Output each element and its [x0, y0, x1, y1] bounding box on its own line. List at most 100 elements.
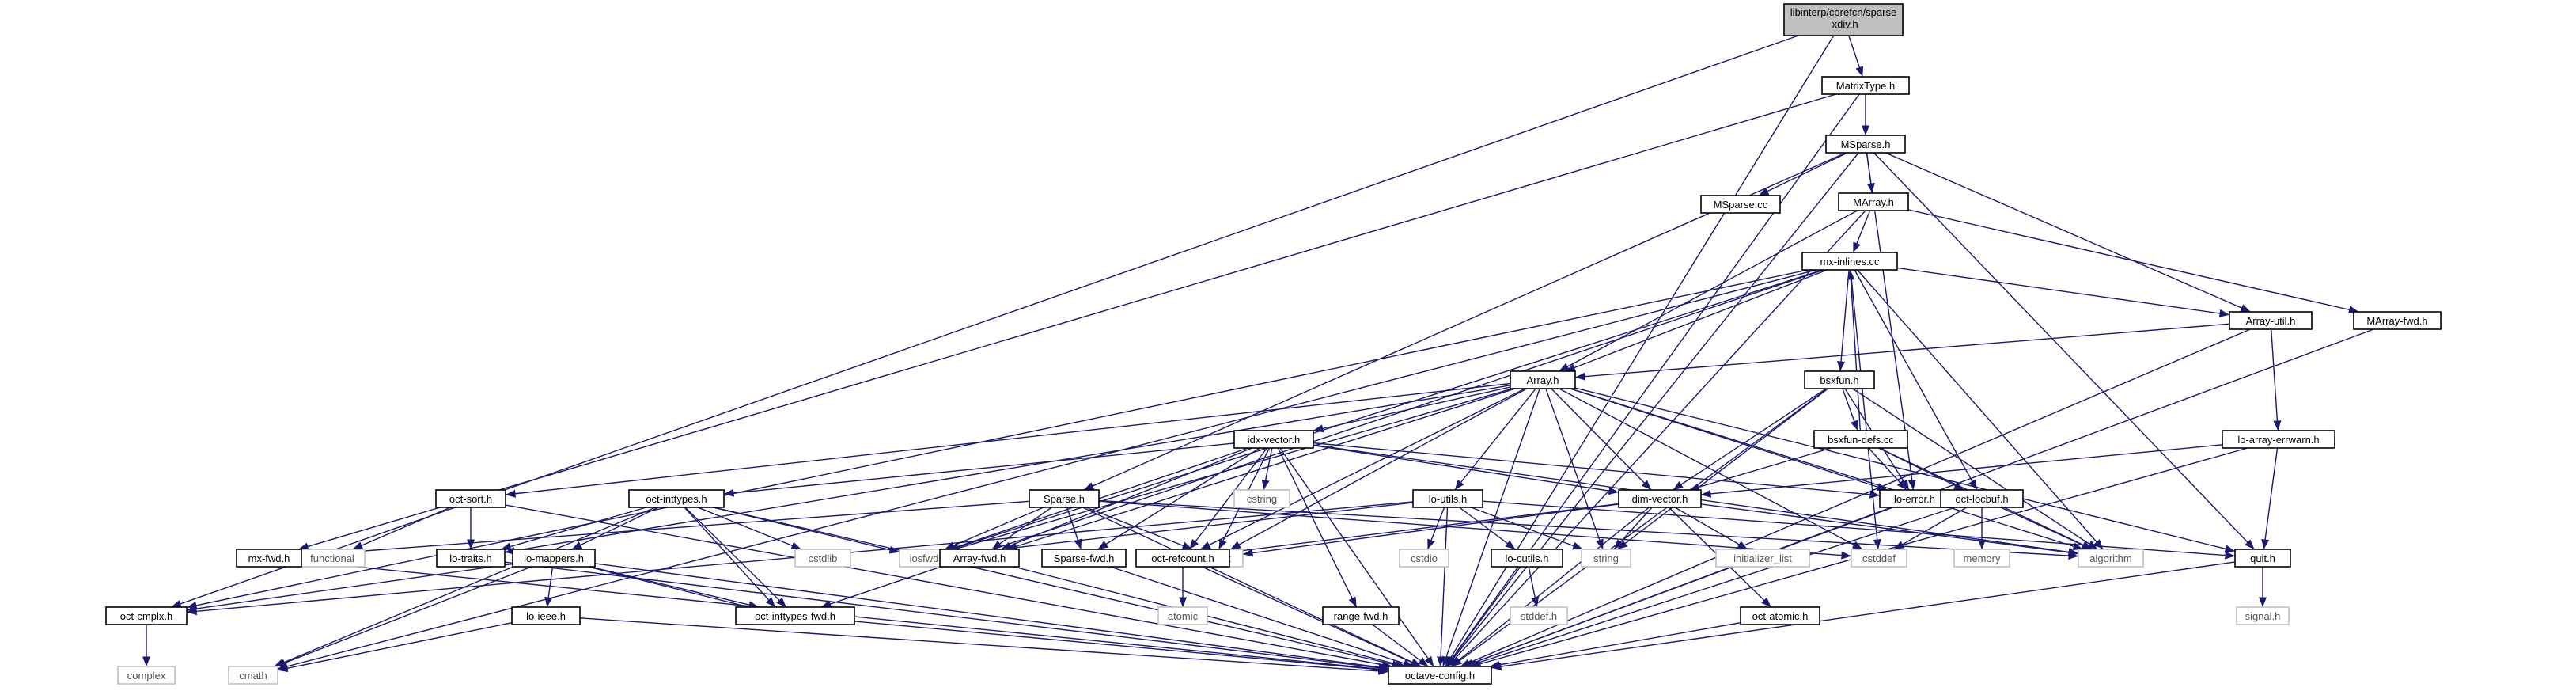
- node-box: [2353, 311, 2442, 330]
- edge-array_h-to-lo_utils: [1454, 388, 1536, 491]
- node-cstdio: cstdio: [1399, 549, 1449, 568]
- node-octave-config[interactable]: octave-config.h: [1388, 666, 1492, 685]
- edge-mx_inlines-to-array_h: [1565, 269, 1828, 372]
- node-sparse-h[interactable]: Sparse.h: [1029, 489, 1100, 508]
- edge-idx_vector-to-oct_refcount: [1188, 447, 1268, 550]
- node-array-util[interactable]: Array-util.h: [2229, 311, 2313, 330]
- node-label: bsxfun.h: [1820, 374, 1858, 386]
- node-label: MArray-fwd.h: [2366, 315, 2427, 327]
- node-box: [1821, 76, 1910, 95]
- edge-idx_vector-to-lo_error: [1313, 442, 1881, 499]
- edge-mx_inlines-to-cstddef: [1850, 269, 1881, 550]
- edge-array_h-to-array_fwd: [1006, 388, 1516, 551]
- node-msparse-cc[interactable]: MSparse.cc: [1700, 195, 1781, 214]
- node-array-fwd[interactable]: Array-fwd.h: [939, 549, 1020, 568]
- node-label: bsxfun-defs.cc: [1828, 434, 1894, 446]
- node-box: [436, 549, 506, 568]
- node-label: oct-refcount.h: [1151, 552, 1214, 564]
- edge-lo_mappers-to-cmath: [275, 566, 532, 667]
- edge-oct_locbuf-to-octave_config: [1466, 507, 1956, 667]
- node-array-h[interactable]: Array.h: [1510, 370, 1576, 389]
- edge-sparse_fwd-to-octave_config: [1110, 566, 1414, 667]
- edge-mx_inlines-to-algorithm: [1857, 269, 2104, 550]
- node-quit-h[interactable]: quit.h: [2234, 549, 2291, 568]
- edge-sparse_h-to-array_fwd: [991, 507, 1052, 550]
- node-label: lo-traits.h: [449, 552, 491, 564]
- node-string: string: [1581, 549, 1631, 568]
- node-box: [512, 549, 596, 568]
- node-signal-h: signal.h: [2236, 606, 2290, 625]
- node-cstdlib: cstdlib: [794, 549, 851, 568]
- node-bsxfun-h[interactable]: bsxfun.h: [1804, 370, 1875, 389]
- node-range-fwd[interactable]: range-fwd.h: [1322, 606, 1400, 625]
- node-algorithm: algorithm: [2078, 549, 2144, 568]
- node-box: [1740, 606, 1820, 625]
- node-oct-atomic[interactable]: oct-atomic.h: [1740, 606, 1820, 625]
- node-lo-array-errwarn[interactable]: lo-array-errwarn.h: [2222, 430, 2335, 449]
- node-mx-fwd[interactable]: mx-fwd.h: [236, 549, 302, 568]
- node-lo-error[interactable]: lo-error.h: [1879, 489, 1950, 508]
- edge-lo_mappers-to-limits: [588, 566, 760, 612]
- node-lo-utils[interactable]: lo-utils.h: [1412, 489, 1483, 508]
- node-box: [1618, 489, 1702, 508]
- edge-oct_inttypes-to-octave_config: [714, 507, 1403, 669]
- edge-array_h-to-oct_refcount: [1199, 388, 1526, 550]
- edge-bsxfun_defs-to-mx_inlines: [1847, 269, 1862, 431]
- node-oct-cmplx[interactable]: oct-cmplx.h: [105, 606, 188, 625]
- edge-lo_mappers-to-octave_config: [594, 563, 1389, 671]
- edge-lo_mappers-to-lo_ieee: [544, 566, 554, 608]
- node-box: [1813, 430, 1908, 449]
- node-msparse-h[interactable]: MSparse.h: [1825, 135, 1906, 154]
- edge-mx_inlines-to-oct_locbuf: [1854, 269, 1978, 491]
- node-oct-inttypes-fwd[interactable]: oct-inttypes-fwd.h: [735, 606, 855, 625]
- node-marray-fwd[interactable]: MArray-fwd.h: [2353, 311, 2442, 330]
- node-lo-ieee[interactable]: lo-ieee.h: [511, 606, 581, 625]
- node-matrixtype[interactable]: MatrixType.h: [1821, 76, 1910, 95]
- node-box: [1322, 606, 1400, 625]
- node-oct-sort[interactable]: oct-sort.h: [435, 489, 506, 508]
- node-label: lo-error.h: [1894, 493, 1935, 505]
- node-bsxfun-defs[interactable]: bsxfun-defs.cc: [1813, 430, 1908, 449]
- node-box: [435, 489, 506, 508]
- node-label: oct-cmplx.h: [120, 610, 172, 622]
- node-oct-locbuf[interactable]: oct-locbuf.h: [1940, 489, 2024, 508]
- node-lo-cutils[interactable]: lo-cutils.h: [1491, 549, 1563, 568]
- edge-oct_inttypes-to-lo_traits: [500, 507, 647, 551]
- node-box: [2078, 549, 2144, 568]
- node-main[interactable]: libinterp/corefcn/sparse-xdiv.h: [1783, 3, 1904, 36]
- node-label: signal.h: [2245, 610, 2281, 622]
- edge-idx_vector-to-range_fwd: [1277, 447, 1358, 608]
- node-oct-refcount[interactable]: oct-refcount.h: [1135, 549, 1230, 568]
- node-dim-vector[interactable]: dim-vector.h: [1618, 489, 1702, 508]
- edge-mx_inlines-to-cmath: [277, 269, 1816, 670]
- node-cmath: cmath: [228, 666, 278, 685]
- edge-marray_h-to-mx_inlines: [1852, 210, 1871, 253]
- edge-lo_traits-to-octave_config: [504, 561, 1389, 672]
- node-sparse-fwd[interactable]: Sparse-fwd.h: [1041, 549, 1127, 568]
- node-cstddef: cstddef: [1851, 549, 1907, 568]
- edge-array_h-to-quit_h: [1574, 387, 2236, 553]
- edge-bsxfun_h-to-algorithm: [1852, 388, 2098, 550]
- node-box: [735, 606, 855, 625]
- node-oct-inttypes[interactable]: oct-inttypes.h: [628, 489, 725, 508]
- node-box: [628, 489, 725, 508]
- node-lo-traits[interactable]: lo-traits.h: [436, 549, 506, 568]
- node-label: functional: [310, 552, 354, 564]
- node-box: [236, 549, 302, 568]
- node-label: lo-cutils.h: [1506, 552, 1549, 564]
- node-stddef-h: stddef.h: [1510, 606, 1568, 625]
- edge-array_h-to-cstddef: [1559, 388, 1863, 550]
- edge-array_util-to-lo_array_errwarn: [2271, 328, 2282, 431]
- node-label: atomic: [1168, 610, 1199, 622]
- node-mx-inlines[interactable]: mx-inlines.cc: [1801, 252, 1898, 271]
- node-marray-h[interactable]: MArray.h: [1838, 192, 1909, 211]
- edge-array_util-to-octave_config: [1460, 328, 2251, 667]
- edge-oct_refcount-to-octave_config: [1201, 566, 1422, 667]
- node-idx-vector[interactable]: idx-vector.h: [1233, 430, 1314, 449]
- edge-dim_vector-to-octave_config: [1450, 507, 1650, 667]
- node-label: oct-atomic.h: [1752, 610, 1809, 622]
- node-lo-mappers[interactable]: lo-mappers.h: [512, 549, 596, 568]
- node-label: cstdlib: [809, 552, 838, 564]
- edge-sparse_h-to-octave_config: [1082, 507, 1422, 667]
